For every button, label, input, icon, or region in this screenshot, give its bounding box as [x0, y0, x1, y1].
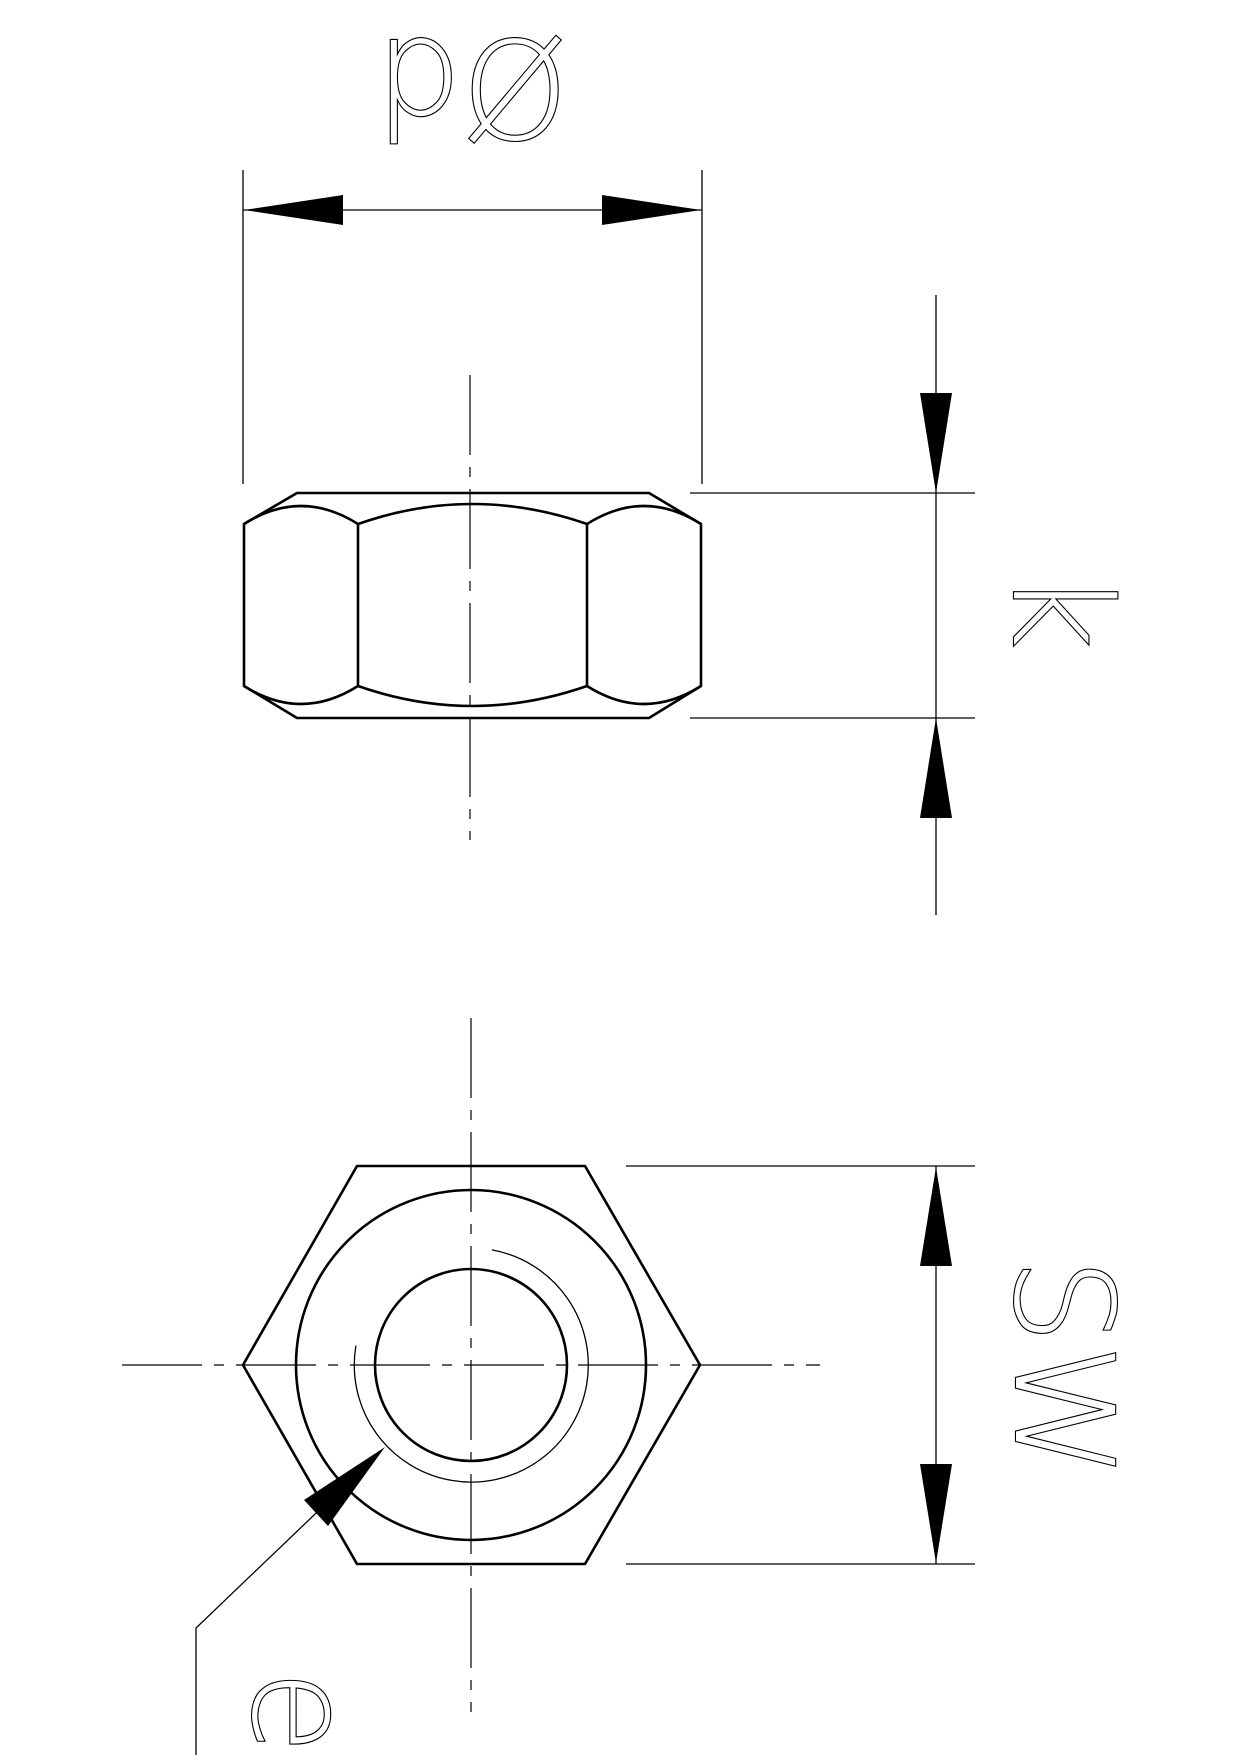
diameter-label: Ød — [375, 7, 568, 165]
side-view-chamfer-arc-top-right — [586, 504, 702, 526]
e-leader-arrow — [304, 1447, 385, 1526]
side-view-chamfer-arc-top-center — [357, 502, 588, 526]
height-arrow-bottom — [920, 718, 952, 818]
diameter-arrow-left — [244, 195, 343, 225]
diameter-arrow-right — [602, 195, 701, 225]
front-view-hexagon — [241, 1164, 702, 1566]
side-view-chamfer-arc-bottom-left — [243, 684, 359, 706]
diameter-dimension: Ød — [242, 6, 703, 484]
sw-arrow-bottom — [920, 1464, 952, 1563]
front-view — [122, 1018, 820, 1712]
side-view — [242, 375, 703, 840]
height-dimension: k — [690, 295, 1140, 915]
side-view-chamfer-arc-bottom-right — [586, 684, 702, 706]
side-view-outline — [242, 491, 703, 720]
sw-label: SW — [983, 1258, 1141, 1479]
front-view-thread-arc — [353, 1249, 589, 1483]
front-view-bearing-face-circle — [294, 1188, 648, 1542]
height-arrow-top — [920, 393, 952, 493]
width-across-flats-dimension: SW — [626, 1165, 1142, 1565]
side-view-chamfer-arc-top-left — [243, 504, 359, 526]
e-label: e — [221, 1670, 379, 1754]
side-view-chamfer-arc-bottom-center — [357, 684, 588, 708]
sw-arrow-top — [920, 1167, 952, 1266]
corner-width-leader: e — [195, 1447, 385, 1755]
front-view-bore-circle — [373, 1267, 569, 1463]
height-label: k — [981, 571, 1139, 650]
